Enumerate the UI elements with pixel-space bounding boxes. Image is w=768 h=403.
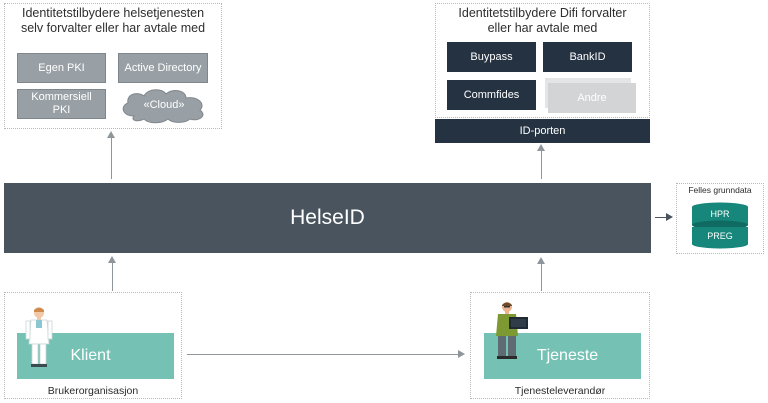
helseid-bar: HelseID: [4, 183, 651, 253]
buypass-box: Buypass: [447, 42, 536, 72]
commfides-box: Commfides: [447, 80, 536, 110]
difi-provider-group: [435, 3, 650, 118]
grunndata-group: [676, 183, 764, 254]
bankid-box: BankID: [543, 42, 632, 72]
cloud-label: «Cloud»: [143, 99, 185, 111]
active-directory-box: Active Directory: [118, 53, 208, 83]
doctor-icon: [25, 307, 53, 367]
helsetjenesten-title-line2: selv forvalter eller har avtale med: [20, 21, 206, 35]
helsetjenesten-title-line1: Identitetstilbydere helsetjenesten: [21, 6, 205, 20]
arrow-helseid-to-idporten: [537, 144, 545, 179]
developer-icon: [496, 302, 528, 359]
kommersiell-line1: Kommersiell: [31, 91, 92, 103]
andre-box: Andre: [548, 83, 636, 113]
arrow-klient-to-helseid: [108, 256, 116, 291]
tjenesteleverandor-caption: Tjenesteleverandør: [514, 385, 606, 397]
database-icon: [692, 202, 748, 249]
difi-provider-title: Identitetstilbydere Difi forvalter eller…: [435, 6, 650, 36]
arrow-helseid-to-helsetjenesten: [107, 131, 115, 179]
arrow-klient-to-tjeneste-head: [458, 350, 465, 358]
tjenesteleverandor-group: [470, 292, 650, 399]
kommersiell-pki-box: Kommersiell PKI: [17, 89, 106, 119]
arrow-helseid-to-grunndata: [655, 217, 667, 218]
cloud-shape: [122, 89, 204, 124]
hpr-label: HPR: [710, 209, 730, 219]
idporten-bar: ID-porten: [435, 119, 650, 143]
arrow-helseid-to-grunndata-head: [666, 213, 673, 221]
arrow-klient-to-tjeneste: [187, 354, 459, 355]
klient-label: Klient: [70, 347, 111, 364]
helsetjenesten-provider-group: [4, 3, 222, 129]
difi-title-line2: eller har avtale med: [487, 21, 598, 35]
brukerorganisasjon-caption: Brukerorganisasjon: [47, 385, 139, 397]
grunndata-title: Felles grunndata: [688, 185, 752, 195]
preg-label: PREG: [707, 231, 733, 241]
brukerorganisasjon-group: [4, 292, 182, 399]
egen-pki-box: Egen PKI: [17, 53, 106, 83]
arrow-tjeneste-to-helseid: [537, 257, 545, 291]
kommersiell-line2: PKI: [52, 104, 71, 116]
helsetjenesten-provider-title: Identitetstilbydere helsetjenesten selv …: [4, 6, 222, 36]
helseid-label: HelseID: [290, 206, 365, 229]
tjeneste-label: Tjeneste: [536, 347, 599, 364]
difi-title-line1: Identitetstilbydere Difi forvalter: [458, 6, 627, 20]
